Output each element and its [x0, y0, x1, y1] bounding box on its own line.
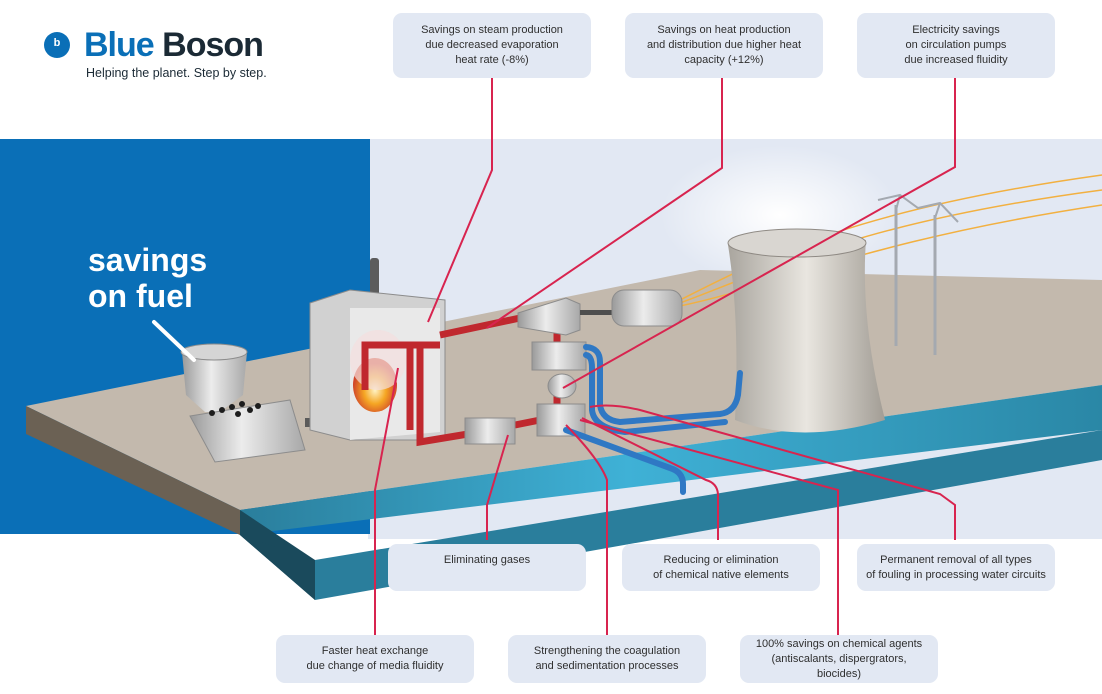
water-front-fill — [240, 535, 315, 600]
callout-text: due increased fluidity — [904, 54, 1008, 66]
callout-text: Eliminating gases — [443, 554, 531, 566]
callout-text: on circulation pumps — [905, 39, 1007, 51]
callout-chemical-elements: Reducing or elimination of chemical nati… — [622, 544, 820, 591]
callout-text: heat rate (-8%) — [455, 54, 529, 66]
callout-text: Savings on steam production — [421, 24, 563, 36]
leader-lines — [374, 78, 956, 635]
brand-logo: b Blue Boson Helping the planet. Step by… — [44, 26, 304, 88]
callout-text: capacity (+12%) — [684, 54, 764, 66]
cooling-tower-rim — [727, 228, 867, 258]
headline: savings on fuel — [88, 242, 207, 314]
brand-name-boson: Boson — [162, 26, 264, 64]
callout-electricity-savings: Electricity savings on circulation pumps… — [857, 13, 1055, 78]
water-treatment-unit — [536, 403, 586, 437]
generator — [611, 289, 683, 327]
callout-fouling-removal: Permanent removal of all types of foulin… — [857, 544, 1055, 591]
callout-text: of fouling in processing water circuits — [866, 568, 1046, 581]
callout-eliminating-gases: Eliminating gases — [388, 544, 586, 591]
callout-text: and sedimentation processes — [535, 660, 679, 672]
callout-steam-savings: Savings on steam production due decrease… — [393, 13, 591, 78]
callout-coagulation: Strengthening the coagulation and sedime… — [508, 635, 706, 683]
callout-text: Faster heat exchange — [321, 645, 429, 657]
callout-text: Savings on heat production — [657, 24, 791, 36]
logo-mark-icon: b — [44, 32, 70, 58]
headline-line-2: on fuel — [88, 278, 193, 314]
circulation-pump — [547, 373, 577, 399]
brand-tagline: Helping the planet. Step by step. — [86, 66, 267, 80]
condenser — [531, 341, 587, 371]
callout-text: Strengthening the coagulation — [533, 645, 681, 657]
transmission-pylons — [877, 193, 959, 355]
callout-chemical-agents: 100% savings on chemical agents (antisca… — [740, 635, 938, 683]
callout-heat-exchange: Faster heat exchange due change of media… — [276, 635, 474, 683]
brand-name: Blue Boson — [84, 26, 264, 65]
callout-heat-savings: Savings on heat production and distribut… — [625, 13, 823, 78]
fuel-hopper — [180, 343, 248, 412]
callout-text: and distribution due higher heat — [646, 39, 802, 51]
callout-text: 100% savings on chemical agents — [755, 637, 923, 650]
callout-text: of chemical native elements — [653, 568, 789, 581]
ground-side — [26, 406, 240, 535]
brand-name-blue: Blue — [84, 26, 155, 64]
water-top — [240, 385, 1102, 535]
cooling-tower — [728, 233, 885, 433]
callout-text: Electricity savings — [912, 24, 1000, 36]
callout-text: due decreased evaporation — [425, 39, 559, 51]
steam-turbine — [517, 297, 581, 336]
callout-text: Permanent removal of all types — [880, 553, 1032, 566]
callout-text: (antiscalants, dispergrators, biocides) — [771, 652, 907, 680]
callout-text: due change of media fluidity — [306, 660, 444, 672]
headline-pointer — [152, 320, 196, 362]
turbine-shaft — [580, 310, 612, 315]
callout-text: Reducing or elimination — [663, 553, 779, 566]
headline-line-1: savings — [88, 242, 208, 278]
